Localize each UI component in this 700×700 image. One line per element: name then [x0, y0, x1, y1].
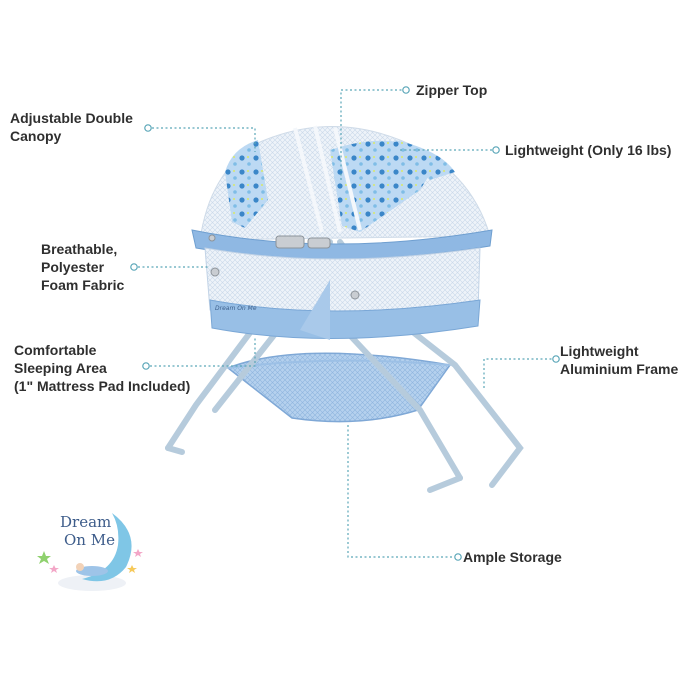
callout-frame: Lightweight Aluminium Frame	[560, 342, 678, 378]
frame-label-line2: Aluminium Frame	[560, 361, 679, 377]
storage-basket	[226, 352, 452, 423]
callout-lightweight: Lightweight (Only 16 lbs)	[505, 141, 671, 159]
callout-sleeping-area: Comfortable Sleeping Area (1" Mattress P…	[14, 341, 190, 395]
callout-storage: Ample Storage	[463, 548, 562, 566]
fabric-label-line3: Foam Fabric	[41, 277, 125, 293]
storage-marker	[454, 553, 462, 561]
callout-zipper-top: Zipper Top	[416, 81, 487, 99]
lightweight-label: Lightweight (Only 16 lbs)	[505, 142, 672, 158]
fabric-marker	[130, 263, 138, 271]
sleeping-area-line1: Comfortable	[14, 342, 97, 358]
sleeping-area-marker	[142, 362, 150, 370]
canopy-marker	[144, 124, 152, 132]
canopy-right-panel	[330, 140, 440, 232]
canopy-label-line1: Adjustable Double	[10, 110, 133, 126]
logo-line2: On Me	[64, 531, 115, 549]
canopy-label-line2: Canopy	[10, 128, 62, 144]
canopy-left-panel	[225, 140, 268, 228]
zipper-top-label: Zipper Top	[416, 82, 488, 98]
lightweight-marker	[492, 146, 500, 154]
dream-on-me-logo: Dream On Me	[30, 505, 160, 595]
fabric-label-line1: Breathable,	[41, 241, 118, 257]
frame-marker	[552, 355, 560, 363]
logo-moon-icon	[37, 513, 143, 591]
zipper-top-marker	[402, 86, 410, 94]
callout-canopy: Adjustable Double Canopy	[10, 109, 133, 145]
storage-label: Ample Storage	[463, 549, 562, 565]
svg-text:Dream On Me: Dream On Me	[215, 305, 257, 312]
sleeping-area-line2: Sleeping Area	[14, 360, 107, 376]
sleeping-area-line3: (1" Mattress Pad Included)	[14, 378, 191, 394]
frame-label-line1: Lightweight	[560, 343, 639, 359]
fabric-label-line2: Polyester	[41, 259, 105, 275]
logo-line1: Dream	[60, 513, 112, 531]
frame-hinges	[208, 234, 360, 300]
callout-fabric: Breathable, Polyester Foam Fabric	[41, 240, 124, 294]
